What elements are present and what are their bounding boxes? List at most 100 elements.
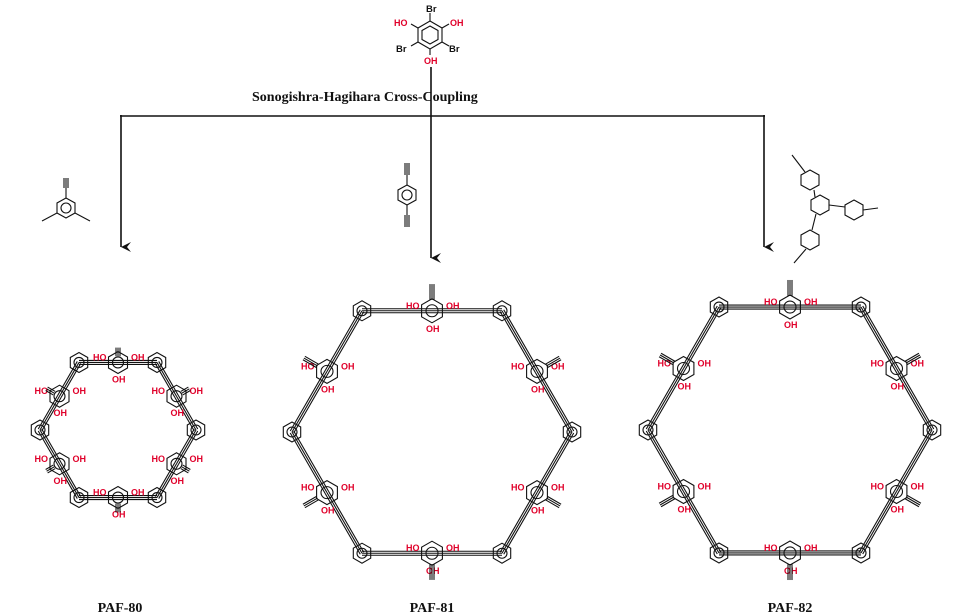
hydroxyl-label: HO bbox=[35, 454, 49, 464]
hydroxyl-label: OH bbox=[551, 361, 565, 371]
node-ring bbox=[922, 419, 942, 441]
hydroxyl-label: HO bbox=[406, 543, 420, 553]
monomer-oh-bottom: OH bbox=[424, 56, 438, 66]
node-ring bbox=[352, 542, 372, 564]
node-ring bbox=[851, 542, 871, 564]
monomer-br-left: Br bbox=[396, 44, 407, 55]
hydroxy-ring-aromatic bbox=[889, 361, 904, 376]
alkyne-bond bbox=[647, 429, 684, 492]
alkyne-bond bbox=[177, 394, 199, 430]
alkyne-bond bbox=[174, 396, 195, 432]
alkyne-bond bbox=[176, 429, 197, 465]
hydroxyl-label: OH bbox=[112, 510, 126, 520]
monomer-br-right: Br bbox=[449, 44, 460, 55]
hydroxyl-label: OH bbox=[54, 476, 68, 486]
hydroxyl-label: OH bbox=[446, 543, 460, 553]
alkyne-bond bbox=[547, 359, 562, 369]
alkyne-bond bbox=[862, 492, 899, 555]
alkyne-bond bbox=[545, 355, 560, 365]
product-name-paf-80: PAF-80 bbox=[98, 601, 143, 616]
alkyne-bond bbox=[896, 429, 933, 492]
node-ring-aromatic bbox=[34, 424, 46, 436]
alkyne-bond bbox=[156, 362, 177, 397]
alkyne-bond bbox=[858, 307, 896, 370]
node-ring bbox=[352, 300, 372, 322]
linker-tris-ethynylphenyl-benzene bbox=[791, 154, 879, 264]
alkyne-bond bbox=[59, 362, 80, 397]
hydroxy-ring-aromatic bbox=[783, 546, 797, 560]
alkyne-bond bbox=[684, 490, 722, 553]
hydroxyl-label: HO bbox=[93, 488, 107, 498]
alkyne-bond bbox=[289, 370, 326, 432]
hydroxy-ring-aromatic bbox=[676, 361, 691, 376]
node-ring bbox=[30, 419, 50, 441]
hydroxyl-label: OH bbox=[73, 454, 87, 464]
alkyne-bond bbox=[177, 430, 199, 466]
node-ring-aromatic bbox=[642, 424, 654, 436]
hydroxyl-label: OH bbox=[678, 382, 692, 392]
hydroxyl-label: OH bbox=[804, 297, 818, 307]
alkyne-bond bbox=[897, 430, 935, 493]
alkyne-bond bbox=[302, 495, 317, 505]
alkyne-bond bbox=[501, 310, 538, 372]
alkyne-bond bbox=[546, 357, 561, 367]
hydroxyl-label: OH bbox=[190, 454, 204, 464]
node-ring bbox=[709, 542, 729, 564]
alkyne-bond bbox=[681, 492, 718, 555]
hydroxyl-label: HO bbox=[658, 359, 672, 369]
monomer-br-top: Br bbox=[426, 4, 437, 15]
hydroxy-ring-aromatic bbox=[170, 390, 183, 403]
hydroxyl-label: OH bbox=[341, 361, 355, 371]
hydroxyl-label: OH bbox=[171, 476, 185, 486]
alkyne-bond bbox=[536, 431, 573, 493]
linker-triethynylbenzene bbox=[41, 178, 91, 222]
hydroxyl-label: OH bbox=[190, 386, 204, 396]
alkyne-bond bbox=[304, 499, 319, 509]
reaction-arrows bbox=[120, 67, 774, 263]
alkyne-bond bbox=[328, 491, 365, 553]
hydroxy-ring-aromatic bbox=[53, 390, 66, 403]
alkyne-bond bbox=[862, 305, 899, 368]
alkyne-bond bbox=[905, 354, 921, 364]
alkyne-bond bbox=[154, 363, 176, 398]
alkyne-bond bbox=[683, 306, 720, 369]
alkyne-bond bbox=[906, 494, 922, 504]
alkyne-bond bbox=[534, 430, 571, 492]
alkyne-bond bbox=[158, 464, 179, 499]
alkyne-bond bbox=[858, 490, 896, 553]
product-name-paf-82: PAF-82 bbox=[768, 601, 813, 616]
alkyne-bond bbox=[176, 395, 197, 431]
alkyne-bond bbox=[546, 497, 561, 507]
alkyne-bond bbox=[547, 495, 562, 505]
alkyne-bond bbox=[534, 372, 571, 434]
alkyne-bond bbox=[503, 493, 540, 555]
alkyne-bond bbox=[503, 309, 540, 371]
hydroxy-ring-aromatic bbox=[320, 364, 334, 378]
alkyne-bond bbox=[41, 396, 62, 432]
node-ring-aromatic bbox=[73, 491, 85, 504]
alkyne-bond bbox=[37, 394, 59, 430]
hydroxyl-label: OH bbox=[784, 566, 798, 576]
alkyne-bond bbox=[659, 354, 675, 364]
node-ring bbox=[709, 296, 729, 318]
hydroxyl-label: HO bbox=[406, 301, 420, 311]
alkyne-bond bbox=[182, 464, 191, 470]
alkyne-bond bbox=[894, 428, 931, 491]
hydroxyl-label: OH bbox=[551, 483, 565, 493]
alkyne-bond bbox=[860, 491, 897, 554]
hydroxyl-label: HO bbox=[658, 481, 672, 491]
alkyne-bond bbox=[303, 497, 318, 507]
node-ring-aromatic bbox=[356, 547, 368, 559]
alkyne-bond bbox=[645, 367, 683, 430]
alkyne-bond bbox=[304, 355, 319, 365]
alkyne-bond bbox=[681, 305, 718, 368]
alkyne-bond bbox=[60, 462, 82, 497]
hydroxyl-label: HO bbox=[764, 543, 778, 553]
node-ring bbox=[282, 421, 302, 443]
alkyne-bond bbox=[660, 498, 676, 508]
node-ring-aromatic bbox=[566, 426, 578, 438]
alkyne-bond bbox=[896, 368, 933, 431]
